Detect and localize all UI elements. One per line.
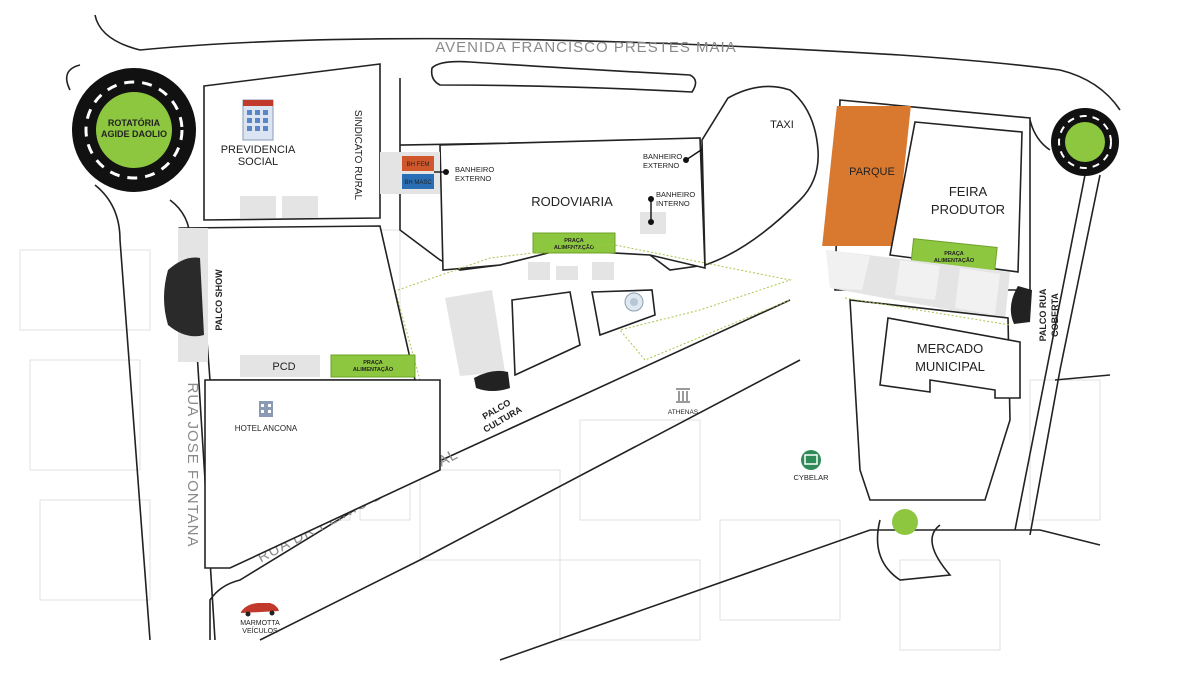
praca-1-label-2: ALIMENTAÇÃO bbox=[554, 244, 595, 251]
stage-icon-palco-show bbox=[164, 257, 204, 337]
stage-icon-palco-cultura bbox=[474, 370, 510, 391]
cybelar-logo-icon bbox=[801, 450, 821, 470]
stage-icon-rua-coberta bbox=[1010, 286, 1032, 324]
banheiro-interno-label-1: BANHEIRO bbox=[656, 190, 695, 199]
palco-rua-coberta: PALCO RUA COBERTA bbox=[1010, 286, 1060, 341]
island-right bbox=[591, 289, 656, 337]
cybelar-label: CYBELAR bbox=[793, 473, 829, 482]
red-car-icon bbox=[241, 603, 279, 613]
parque-area bbox=[822, 106, 911, 246]
island-left bbox=[511, 291, 581, 377]
praca-3-label-1: PRAÇA bbox=[363, 360, 383, 366]
block-previdencia: PREVIDENCIA SOCIAL SINDICATO RURAL bbox=[203, 63, 381, 221]
pcd-label: PCD bbox=[272, 361, 295, 373]
feira-label-1: FEIRA bbox=[949, 184, 988, 199]
bh-fem-box bbox=[402, 156, 434, 171]
praca-alimentacao-1-box bbox=[532, 232, 616, 254]
athenas-columns-icon bbox=[676, 388, 690, 403]
athenas-label: ATHENAS bbox=[668, 409, 699, 416]
roundabout-south bbox=[892, 509, 918, 535]
bh-masc-box bbox=[402, 174, 434, 189]
praca-2-label-2: ALIMENTAÇÃO bbox=[934, 257, 975, 264]
hotel-label: HOTEL ANCONA bbox=[235, 424, 298, 433]
rotatoria-label-1: ROTATÓRIA bbox=[108, 117, 161, 128]
block-rodoviaria: RODOVIARIA BH FEM BH MASC BANHEIRO EXTER… bbox=[380, 78, 721, 280]
block-mercado: MERCADO MUNICIPAL bbox=[849, 299, 1021, 501]
banheiro-externo-1-label-2: EXTERNO bbox=[455, 174, 491, 183]
mercado-label-1: MERCADO bbox=[917, 341, 983, 356]
sindicato-label: SINDICATO RURAL bbox=[352, 110, 363, 201]
parque-label: PARQUE bbox=[849, 166, 895, 178]
rodoviaria-label: RODOVIARIA bbox=[531, 194, 613, 209]
taxi-area bbox=[701, 85, 819, 267]
taxi-label: TAXI bbox=[770, 119, 794, 131]
block-hotel bbox=[204, 379, 441, 569]
street-north: AVENIDA FRANCISCO PRESTES MAIA bbox=[435, 39, 736, 56]
praca-alimentacao-3-box bbox=[330, 354, 416, 378]
rotatoria-label-2: AGIDE DAOLIO bbox=[101, 129, 167, 139]
palco-rua-coberta-label-1: PALCO RUA bbox=[1038, 288, 1048, 341]
banheiro-externo-1-label-1: BANHEIRO bbox=[455, 165, 494, 174]
banheiro-externo-2-label-1: BANHEIRO bbox=[643, 152, 682, 161]
banheiro-externo-2-label-2: EXTERNO bbox=[643, 161, 679, 170]
bh-fem-label: BH FEM bbox=[407, 162, 430, 168]
previdencia-label-1: PREVIDENCIA bbox=[221, 144, 296, 156]
hotel-building-icon bbox=[259, 401, 273, 417]
marmotta-label-2: VEÍCULOS bbox=[242, 626, 278, 635]
fountain-icon bbox=[624, 292, 644, 312]
north-median bbox=[430, 60, 697, 93]
praca-2-label-1: PRAÇA bbox=[944, 251, 964, 257]
block-parque-feira: PARQUE FEIRA PRODUTOR PRAÇA ALIMENTAÇÃO bbox=[822, 99, 1031, 320]
road-network bbox=[65, 14, 1121, 661]
street-west: RUA JOSE FONTANA bbox=[184, 383, 201, 548]
banheiro-interno-label-2: INTERNO bbox=[656, 199, 690, 208]
palco-rua-coberta-label-2: COBERTA bbox=[1050, 293, 1060, 337]
palco-show: PALCO SHOW bbox=[164, 257, 224, 337]
mercado-label-2: MUNICIPAL bbox=[915, 359, 985, 374]
previdencia-label-2: SOCIAL bbox=[238, 156, 278, 168]
praca-3-label-2: ALIMENTAÇÃO bbox=[353, 366, 394, 373]
roundabout-agide-daolio: ROTATÓRIA AGIDE DAOLIO bbox=[72, 68, 196, 192]
praca-1-label-1: PRAÇA bbox=[564, 238, 584, 244]
marmotta-label-1: MARMOTTA bbox=[240, 620, 280, 627]
bh-masc-label: BH MASC bbox=[404, 180, 432, 186]
roundabout-east bbox=[1051, 108, 1119, 176]
palco-show-label: PALCO SHOW bbox=[214, 269, 224, 331]
feira-label-2: PRODUTOR bbox=[931, 202, 1005, 217]
